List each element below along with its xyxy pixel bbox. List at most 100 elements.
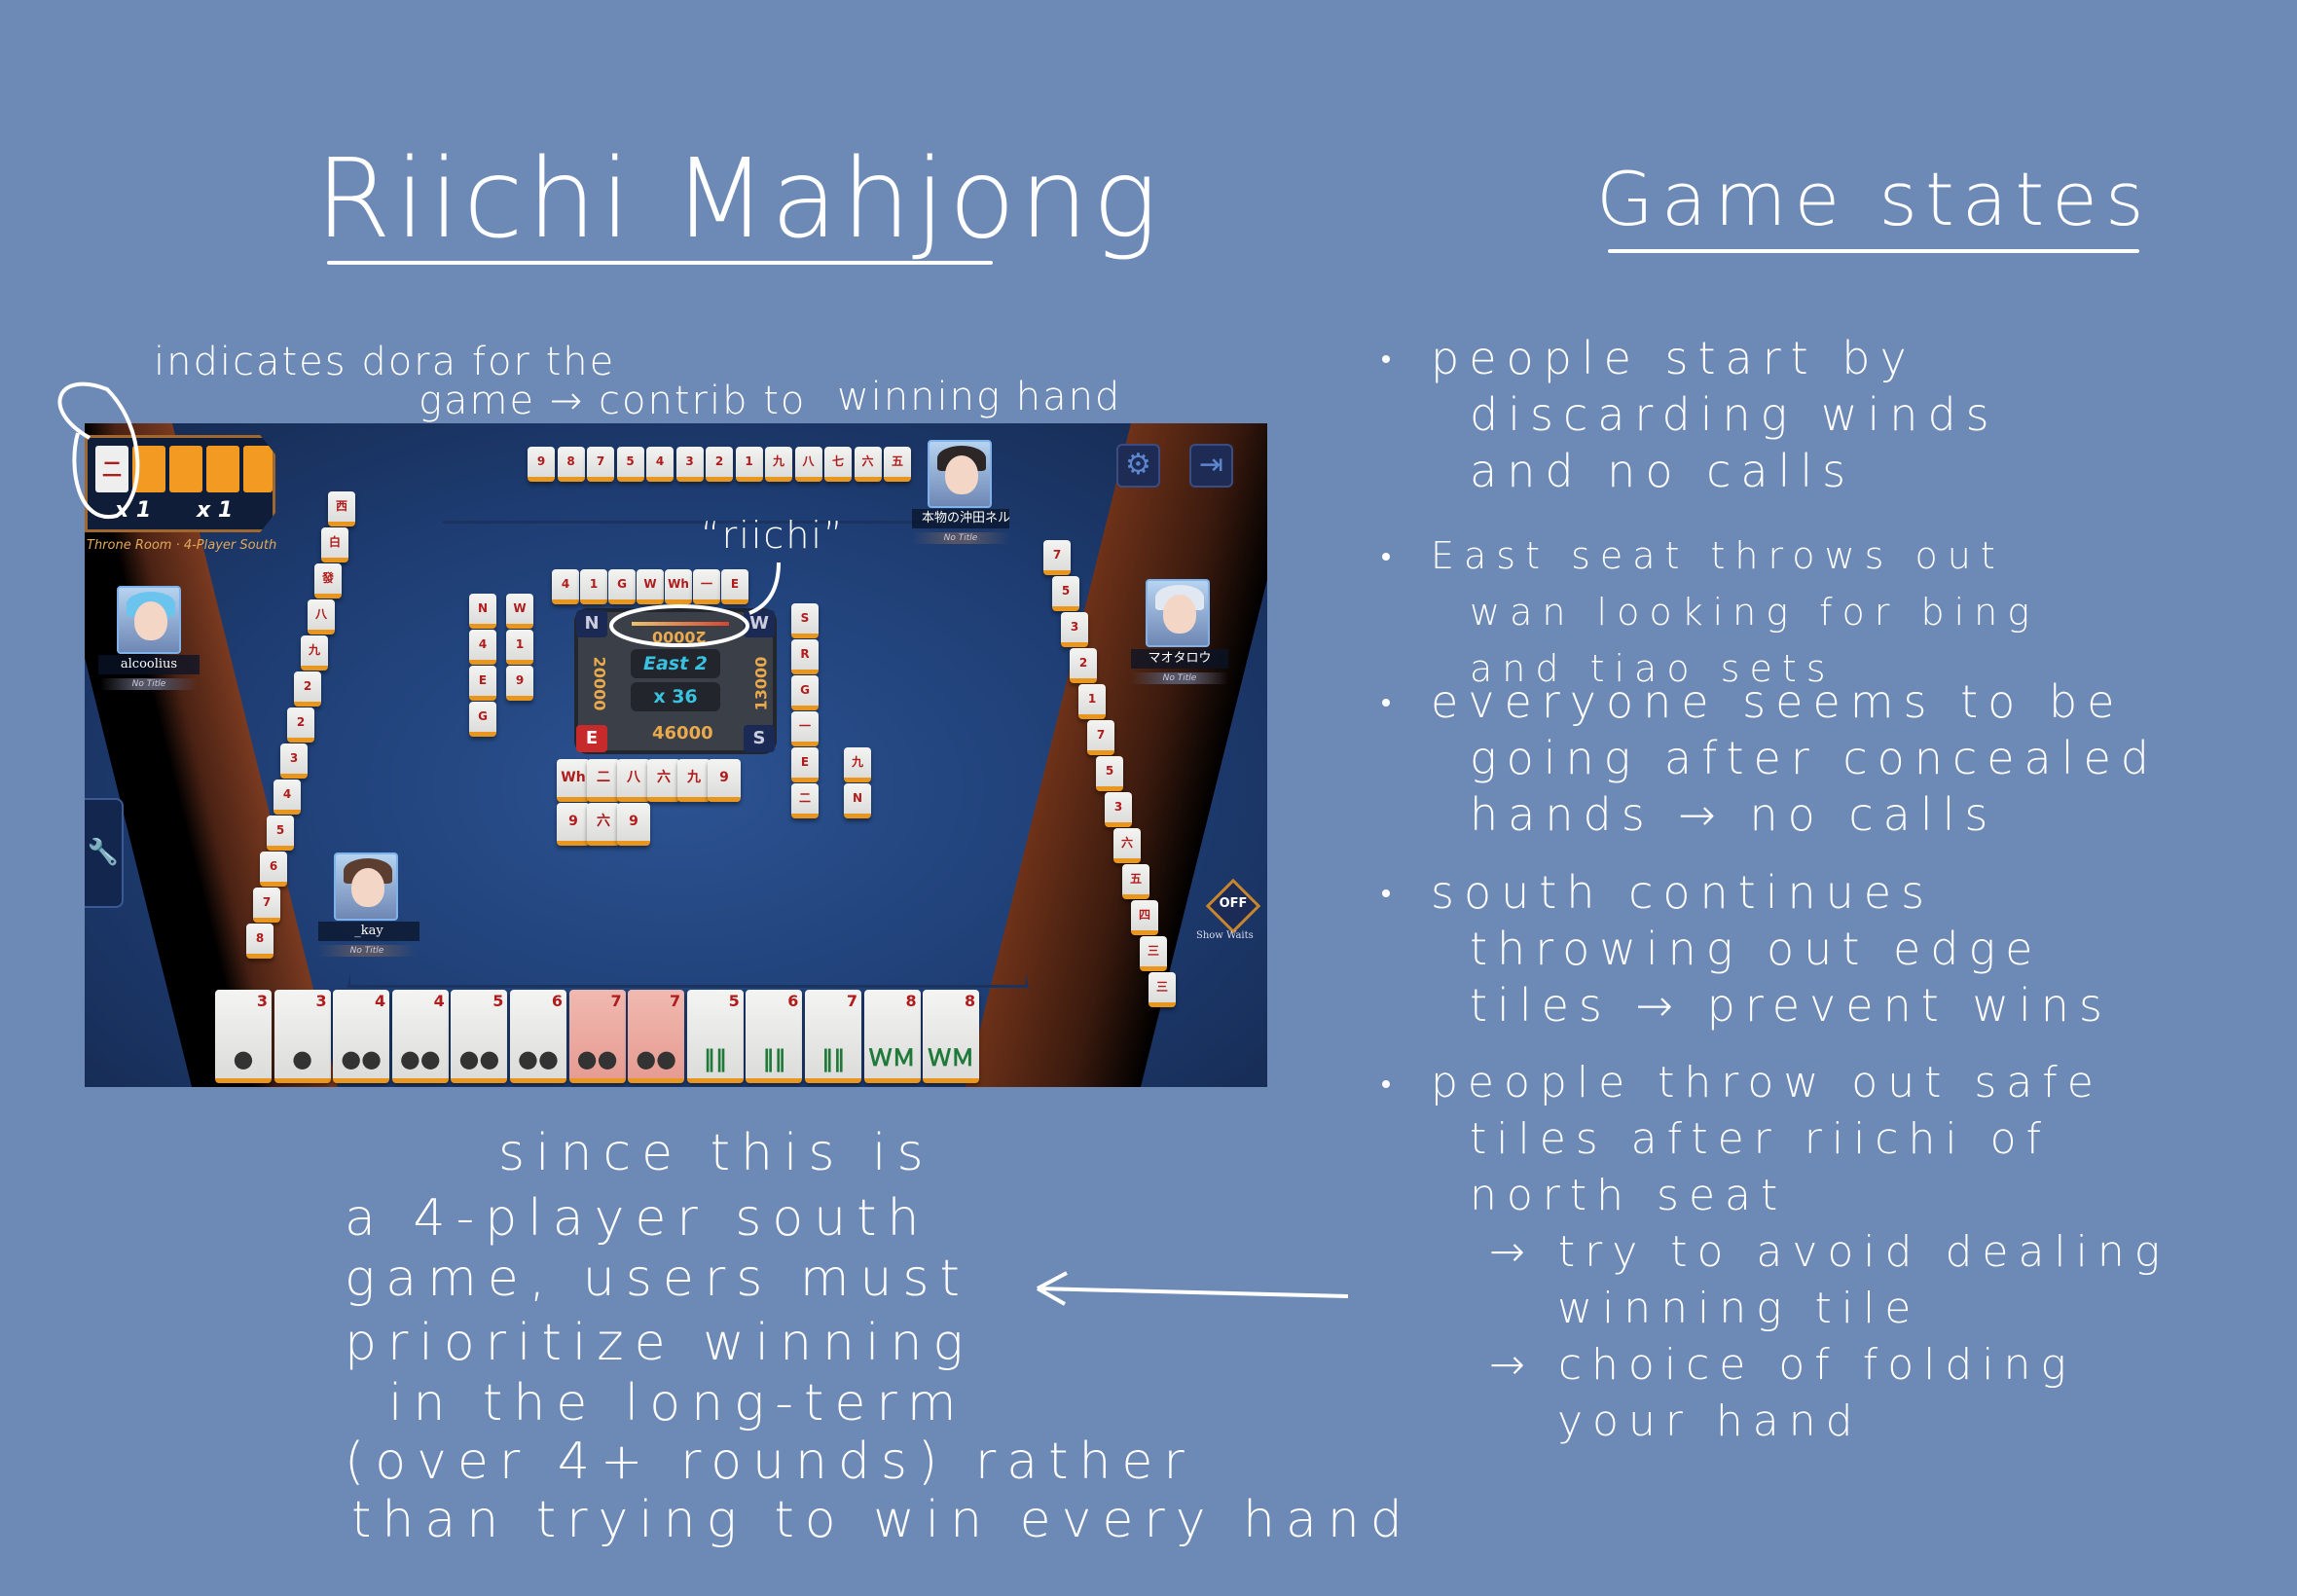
discard-tile-top-player: 九 [765,447,792,482]
mahjong-game-screenshot: 二 x 1 x 1 Throne Room · 4-Player South a… [85,423,1267,1087]
bullet-icon [1382,699,1390,707]
discard-tile: 九 [844,747,871,782]
pin-suit-icon: ●● [576,1045,618,1072]
game-states-heading: Game states [1596,156,2152,242]
self-score: 46000 [652,723,713,744]
game-state-line: south continues [1431,866,1935,919]
arrow-icon [1037,1271,1349,1306]
summary-line: in the long-term [388,1374,967,1433]
sou-suit-icon: ‖‖ [703,1045,727,1072]
discard-tile: 9 [557,803,590,846]
game-state-line: East seat throws out [1431,534,2005,577]
pin-suit-icon: ●● [399,1045,441,1072]
discard-tile-top-player: 2 [706,447,733,482]
gear-icon: ⚙ [1125,448,1151,482]
discard-tile-right-player: 三 [1140,936,1167,971]
game-state-line: your hand [1557,1396,1863,1446]
sou-suit-icon: ‖‖ [821,1045,845,1072]
player-avatar-top[interactable] [928,440,992,508]
summary-line: since this is [498,1124,934,1182]
summary-line: a 4-player south [345,1189,930,1248]
discard-tile-top-player: 1 [735,447,763,482]
hand-tile[interactable]: 5 ●● [451,990,508,1083]
discard-tile: W [506,594,533,629]
discard-tile-right-player: 5 [1096,756,1123,791]
discard-tile: 9 [506,666,533,701]
discard-tile-right-player: 3 [1061,612,1088,647]
dora-annotation-1: indicates dora for the [154,340,616,384]
hand-tile[interactable]: 5‖‖ [686,990,744,1083]
discard-tile-left-player: 西 [328,491,355,526]
tile-rank: 8 [965,992,976,1010]
discard-tile: 九 [677,759,711,802]
hand-tile[interactable]: 7●● [568,990,626,1083]
tile-rank: 7 [846,992,857,1010]
dora-slot [206,446,239,492]
discard-tile: E [469,666,496,701]
discard-tile-right-player: 三 [1148,972,1176,1007]
discard-tile: 八 [617,759,650,802]
hand-tile[interactable]: 6●● [510,990,566,1083]
wrench-icon: 🔧 [87,838,120,867]
hand-tile[interactable]: 7 ‖‖ [805,990,861,1083]
game-state-line: → choice of folding [1489,1340,2076,1390]
honba-counter: x 36 [631,682,720,711]
discard-tile-left-player: 2 [287,707,314,743]
hand-tile[interactable]: 7●● [628,990,685,1083]
exit-button[interactable]: ⇥ [1189,444,1233,488]
discard-tile-left-player: 九 [301,635,328,671]
player-name-self: _kay [318,922,419,941]
discard-tile-left-player: 4 [273,780,301,815]
hand-tile[interactable]: 4 ●● [391,990,449,1083]
discard-tile: 一 [693,569,720,604]
bullet-icon [1382,355,1390,363]
discard-tile-left-player: 5 [267,816,294,851]
tile-rank: 4 [433,992,445,1010]
exit-icon: ⇥ [1198,448,1224,482]
pin-suit-icon: ●● [518,1045,559,1072]
tile-rank: 5 [492,992,504,1010]
discard-tile-right-player: 四 [1131,900,1158,935]
discard-tile-right-player: 5 [1052,576,1079,611]
hand-tile[interactable]: 6‖‖ [746,990,803,1083]
discard-tile-left-player: 八 [308,599,335,635]
settings-button[interactable]: ⚙ [1116,444,1160,488]
game-state-line: tiles after riichi of [1470,1114,2051,1164]
game-state-line: going after concealed [1470,732,2160,784]
show-waits-label: Show Waits [1196,930,1254,941]
discard-tile-top-player: 八 [794,447,822,482]
game-state-line: people throw out safe [1431,1058,2103,1107]
show-waits-state[interactable]: OFF [1219,896,1248,911]
tools-button[interactable]: 🔧 [85,798,124,908]
pin-suit-icon: ● [292,1045,313,1072]
discard-tile: 1 [506,630,533,665]
discard-tile: 4 [469,630,496,665]
heading-underline [1608,249,2139,253]
riichi-stick-count: x 1 [197,498,234,523]
dora-annotation-2: game → contrib to [419,379,807,423]
riichi-circle [609,604,749,647]
player-title-right: No Title [1131,672,1228,684]
discard-tile-right-player: 7 [1043,540,1071,575]
discard-tile-right-player: 7 [1087,720,1114,755]
player-avatar-right[interactable] [1146,579,1210,647]
game-state-line: → try to avoid dealing [1489,1227,2170,1277]
pin-suit-icon: ●● [458,1045,500,1072]
player-avatar-left[interactable] [117,586,181,654]
dora-indicator-tile: 二 [95,446,128,492]
dora-annotation-3: winning hand [837,375,1122,419]
player-avatar-self[interactable] [334,852,398,921]
hand-tile[interactable]: 3● [215,990,272,1083]
hand-tile[interactable]: 4●● [333,990,390,1083]
wind-east: E [576,725,607,752]
hand-tile[interactable]: 3● [273,990,331,1083]
discard-tile: 六 [587,803,620,846]
game-state-line: north seat [1470,1171,1788,1220]
discard-tile-left-player: 2 [294,671,321,707]
pin-suit-icon: ● [233,1045,254,1072]
page-title: Riichi Mahjong [315,136,1162,263]
player-title-left: No Title [100,678,198,690]
